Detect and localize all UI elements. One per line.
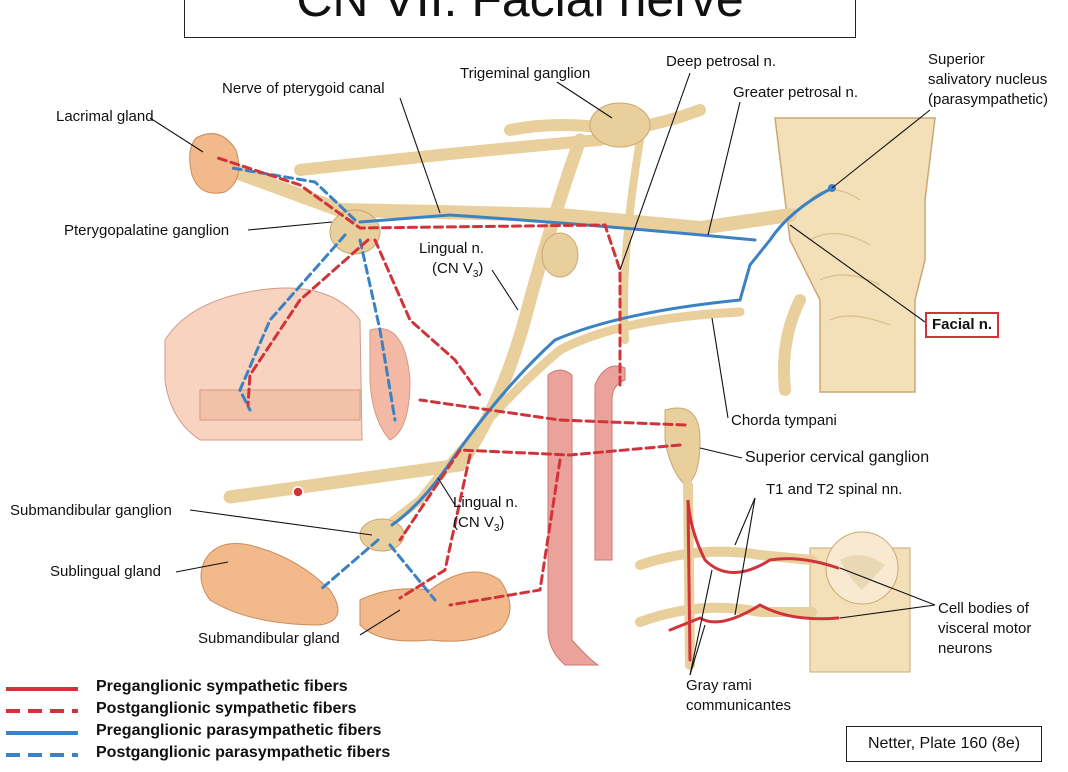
carotid-arteries <box>547 365 626 666</box>
spinal-cord <box>809 531 911 673</box>
label-sublingual-gland: Sublingual gland <box>50 563 161 580</box>
legend-label: Postganglionic sympathetic fibers <box>96 700 357 717</box>
legend-swatch-dashed-red <box>6 709 78 713</box>
legend-label: Preganglionic parasympathetic fibers <box>96 722 382 739</box>
lacrimal-gland-shape <box>189 133 240 194</box>
label-lacrimal-gland: Lacrimal gland <box>56 108 154 125</box>
nasal-cavity-shape <box>164 287 411 441</box>
superior-cervical-ganglion-shape <box>664 407 701 486</box>
pterygopalatine-ganglion-shape <box>329 209 381 255</box>
label-t1-t2: T1 and T2 spinal nn. <box>766 481 903 498</box>
label-lingual-lower-1: Lingual n. <box>453 494 519 511</box>
label-cell-bodies-3: neurons <box>938 640 993 657</box>
label-superior-salivatory-2: salivatory nucleus <box>928 71 1048 88</box>
sympathetic-postganglionic <box>216 156 687 607</box>
label-superior-cervical-ganglion: Superior cervical ganglion <box>745 449 930 466</box>
submandibular-ganglion-shape <box>359 518 405 552</box>
label-greater-petrosal: Greater petrosal n. <box>733 84 859 101</box>
label-lingual-lower-2: (CN V3) <box>453 514 505 534</box>
legend-swatch-solid-red <box>6 687 78 691</box>
facial-n-box: Facial n. <box>925 312 1000 338</box>
label-submandibular-gland: Submandibular gland <box>198 630 340 647</box>
title-box: CN VII: Facial nerve <box>184 0 856 38</box>
label-pterygopalatine-ganglion: Pterygopalatine ganglion <box>64 222 230 239</box>
label-superior-salivatory-1: Superior <box>928 51 985 68</box>
label-gray-rami-1: Gray rami <box>686 677 752 694</box>
page-title: CN VII: Facial nerve <box>185 0 855 29</box>
brainstem <box>774 117 936 393</box>
label-lingual-upper-1: Lingual n. <box>419 240 485 257</box>
nerve-trunks <box>218 104 806 540</box>
legend-swatch-solid-blue <box>6 731 78 735</box>
leader-lines <box>149 72 936 676</box>
label-chorda-tympani: Chorda tympani <box>731 412 837 429</box>
label-cell-bodies-2: visceral motor <box>938 620 1032 637</box>
legend-label: Postganglionic parasympathetic fibers <box>96 744 391 761</box>
salivary-glands-shape <box>200 543 511 642</box>
label-submandibular-ganglion: Submandibular ganglion <box>10 502 172 519</box>
label-deep-petrosal: Deep petrosal n. <box>666 53 777 70</box>
citation-box: Netter, Plate 160 (8e) <box>846 726 1042 762</box>
sympathetic-chain <box>635 480 817 670</box>
label-cell-bodies-1: Cell bodies of <box>938 600 1029 617</box>
label-nerve-pterygoid-canal: Nerve of pterygoid canal <box>222 80 385 97</box>
label-facial-n: Facial n. <box>932 316 993 333</box>
label-lingual-upper-2: (CN V3) <box>432 260 484 280</box>
sympathetic-preganglionic <box>668 499 840 662</box>
label-trigeminal-ganglion: Trigeminal ganglion <box>460 65 591 82</box>
legend-swatch-dashed-blue <box>6 753 78 757</box>
label-superior-salivatory-3: (parasympathetic) <box>928 91 1049 108</box>
legend-label: Preganglionic sympathetic fibers <box>96 678 348 695</box>
label-gray-rami-2: communicantes <box>686 697 792 714</box>
